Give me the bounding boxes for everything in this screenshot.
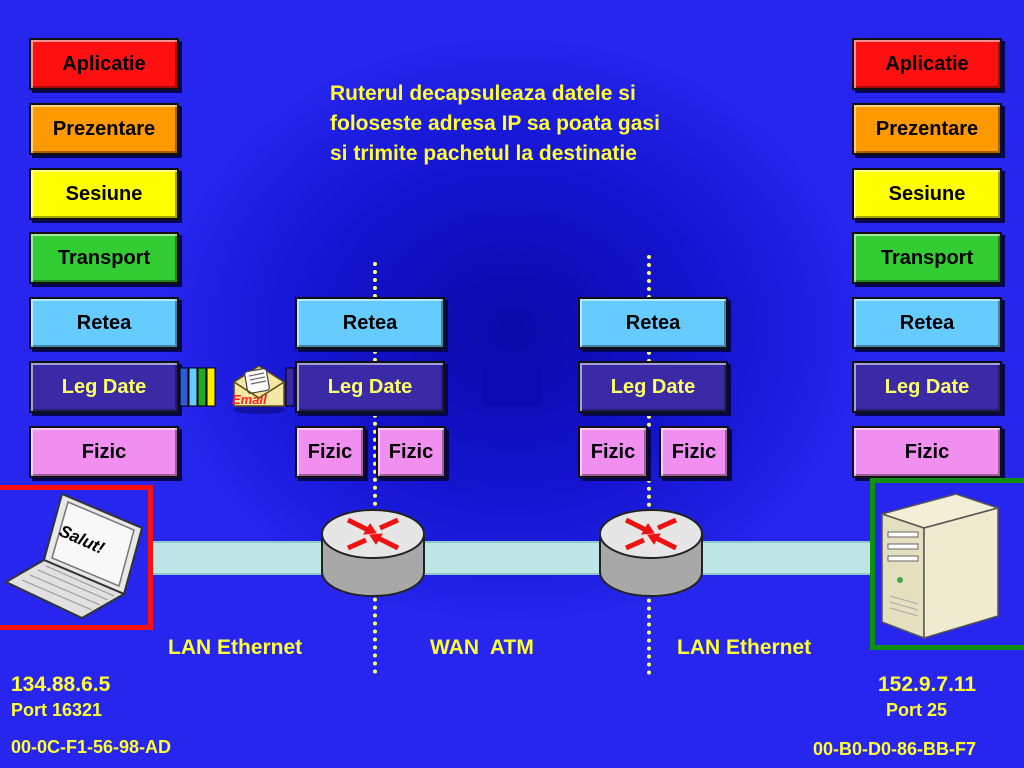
lan-cable-left	[150, 541, 340, 575]
src-layer-presentation: Prezentare	[29, 103, 179, 155]
src-layer-network: Retea	[29, 297, 179, 349]
src-layer-physical: Fizic	[29, 426, 179, 478]
router-note: Ruterul decapsuleaza datele si foloseste…	[330, 82, 660, 165]
dst-layer-network: Retea	[852, 297, 1002, 349]
dst-layer-presentation: Prezentare	[852, 103, 1002, 155]
router2-layer-datalink: Leg Date	[578, 361, 728, 413]
dst-layer-transport: Transport	[852, 232, 1002, 284]
dst-layer-session: Sesiune	[852, 168, 1002, 220]
separator-right	[647, 255, 651, 675]
router2-layer-physical-b: Fizic	[659, 426, 729, 478]
router1-layer-network: Retea	[295, 297, 445, 349]
router1-icon	[321, 509, 425, 597]
wan-cloud-block	[483, 362, 541, 406]
source-mac: 00-0C-F1-56-98-AD	[11, 737, 172, 757]
destination-mac: 00-B0-D0-86-BB-F7	[813, 739, 977, 759]
router1-layer-physical-b: Fizic	[376, 426, 446, 478]
source-port: Port 16321	[11, 700, 103, 720]
router2-icon	[599, 509, 703, 597]
packet-headers	[179, 367, 295, 407]
destination-port: Port 25	[886, 700, 948, 720]
email-label: Email	[232, 392, 267, 407]
router2-layer-physical-a: Fizic	[578, 426, 648, 478]
destination-frame	[870, 478, 1024, 650]
src-layer-session: Sesiune	[29, 168, 179, 220]
header-yellow	[206, 367, 216, 407]
router1-layer-physical-a: Fizic	[295, 426, 365, 478]
separator-left	[373, 262, 377, 674]
label-wan: WAN ATM	[430, 636, 534, 659]
header-trailer	[285, 367, 295, 407]
laptop-icon	[4, 492, 144, 620]
dst-layer-datalink: Leg Date	[852, 361, 1002, 413]
dst-layer-physical: Fizic	[852, 426, 1002, 478]
label-lan-left: LAN Ethernet	[168, 636, 303, 659]
header-green	[197, 367, 207, 407]
header-cyan	[188, 367, 198, 407]
label-lan-right: LAN Ethernet	[677, 636, 812, 659]
server-icon	[879, 493, 1001, 640]
destination-ip: 152.9.7.11	[878, 673, 977, 696]
src-layer-application: Aplicatie	[29, 38, 179, 90]
router1-layer-datalink: Leg Date	[295, 361, 445, 413]
source-frame	[0, 485, 153, 630]
source-ip: 134.88.6.5	[11, 673, 111, 696]
wan-cable	[410, 541, 610, 575]
src-layer-datalink: Leg Date	[29, 361, 179, 413]
email-envelope-icon	[233, 365, 285, 414]
router2-layer-network: Retea	[578, 297, 728, 349]
header-blue	[179, 367, 189, 407]
src-layer-transport: Transport	[29, 232, 179, 284]
lan-cable-right	[690, 541, 875, 575]
dst-layer-application: Aplicatie	[852, 38, 1002, 90]
